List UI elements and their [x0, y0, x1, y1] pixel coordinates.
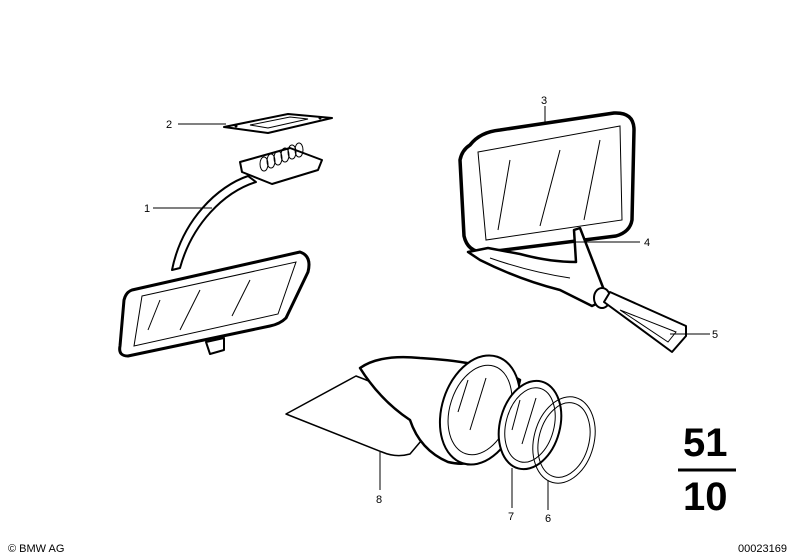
interior-mirror-part-1 — [118, 142, 323, 358]
sealing-ring-part-6 — [532, 396, 596, 484]
round-glass-part-7 — [497, 379, 563, 471]
callout-1: 1 — [144, 203, 150, 215]
section-subgroup: 10 — [683, 475, 728, 519]
round-mirror-housing-part-8 — [285, 354, 522, 466]
section-group: 51 — [683, 421, 728, 465]
diagram-number: 00023169 — [738, 543, 787, 555]
callout-labels: 2 1 3 4 5 8 7 6 — [144, 95, 718, 525]
callout-2: 2 — [166, 119, 172, 131]
spring-coil — [259, 142, 304, 172]
callout-5: 5 — [712, 329, 718, 341]
callout-8: 8 — [376, 494, 382, 506]
gasket-part-5 — [603, 291, 687, 353]
callout-6: 6 — [545, 513, 551, 525]
callout-7: 7 — [508, 511, 514, 523]
exterior-mirror-part-3 — [458, 111, 636, 254]
leader-lines — [153, 106, 710, 510]
mounting-plate-part-2 — [223, 113, 333, 134]
callout-4: 4 — [644, 237, 650, 249]
copyright-text: © BMW AG — [8, 543, 64, 555]
callout-3: 3 — [541, 95, 547, 107]
section-number: 51 10 — [678, 421, 736, 519]
